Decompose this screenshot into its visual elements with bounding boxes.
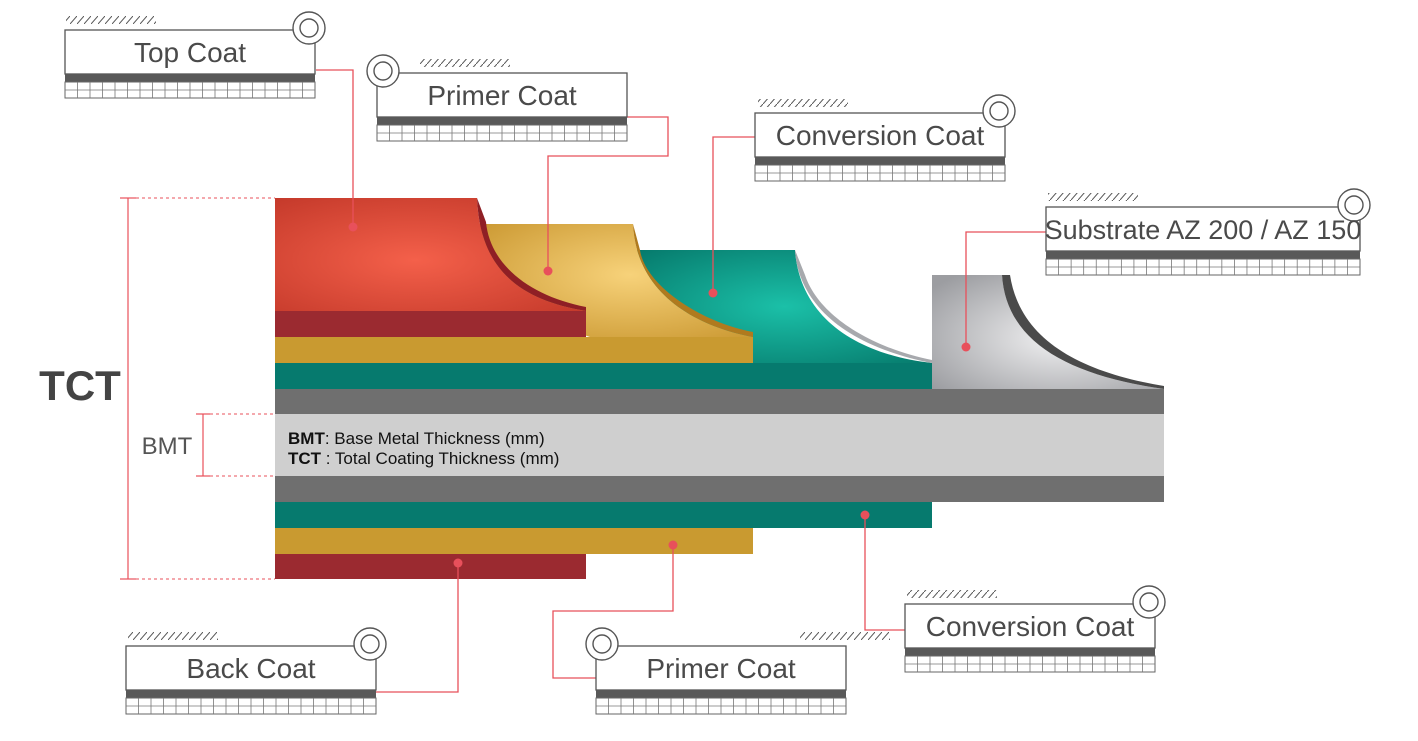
- primer-coat-top-label: Primer Coat: [366, 54, 628, 142]
- conversion-peel-shadow: [795, 250, 932, 363]
- conversion-layer-bottom: [275, 502, 932, 528]
- ring-icon: [585, 627, 619, 661]
- top-coat-layer-flat: [275, 311, 586, 337]
- top-coat-label: Top Coat: [64, 11, 326, 99]
- substrate-peel-edge: [1002, 275, 1164, 389]
- primer-layer-top: [275, 337, 753, 363]
- substrate-label: Substrate AZ 200 / AZ 150: [1045, 188, 1371, 276]
- conversion-coat-bottom-label: Conversion Coat: [904, 585, 1166, 673]
- ring-icon: [366, 54, 400, 88]
- ring-icon: [292, 11, 326, 45]
- primer-coat-bottom-label: Primer Coat: [585, 627, 890, 715]
- bmt-dimension-label: BMT: [142, 433, 193, 460]
- legend-bmt-text: : Base Metal Thickness (mm): [325, 429, 545, 448]
- top-coat-label-text: Top Coat: [134, 37, 246, 68]
- substrate-label-text: Substrate AZ 200 / AZ 150: [1045, 215, 1362, 245]
- primer-peel-edge: [633, 224, 753, 337]
- conversion-coat-top-label-text: Conversion Coat: [776, 120, 985, 151]
- ring-icon: [1132, 585, 1166, 619]
- conversion-coat-bottom-label-text: Conversion Coat: [926, 611, 1135, 642]
- primer-coat-bottom-label-text: Primer Coat: [646, 653, 796, 684]
- primer-layer-bottom: [275, 528, 753, 554]
- ring-icon: [1337, 188, 1371, 222]
- primer-coat-top-label-text: Primer Coat: [427, 80, 577, 111]
- back-coat-label: Back Coat: [125, 627, 387, 715]
- back-coat-label-text: Back Coat: [186, 653, 315, 684]
- ring-icon: [982, 94, 1016, 128]
- legend-bmt-abbr: BMT: [288, 429, 325, 448]
- conversion-coat-top-label: Conversion Coat: [754, 94, 1016, 182]
- tct-dimension-label: TCT: [39, 362, 121, 409]
- top-coat-peel-edge: [477, 198, 586, 311]
- steel-core: [275, 414, 1164, 476]
- legend-tct-abbr: TCT: [288, 449, 322, 468]
- back-coat-layer: [275, 553, 586, 579]
- steel-bottom-band: [275, 476, 1164, 502]
- substrate-peel: [932, 275, 1164, 389]
- ring-icon: [353, 627, 387, 661]
- legend-bmt: BMT: Base Metal Thickness (mm): [288, 429, 545, 448]
- legend-tct: TCT : Total Coating Thickness (mm): [288, 449, 559, 468]
- steel-top-band: [275, 389, 1164, 414]
- conversion-layer-top: [275, 363, 932, 389]
- legend-tct-text: : Total Coating Thickness (mm): [321, 449, 559, 468]
